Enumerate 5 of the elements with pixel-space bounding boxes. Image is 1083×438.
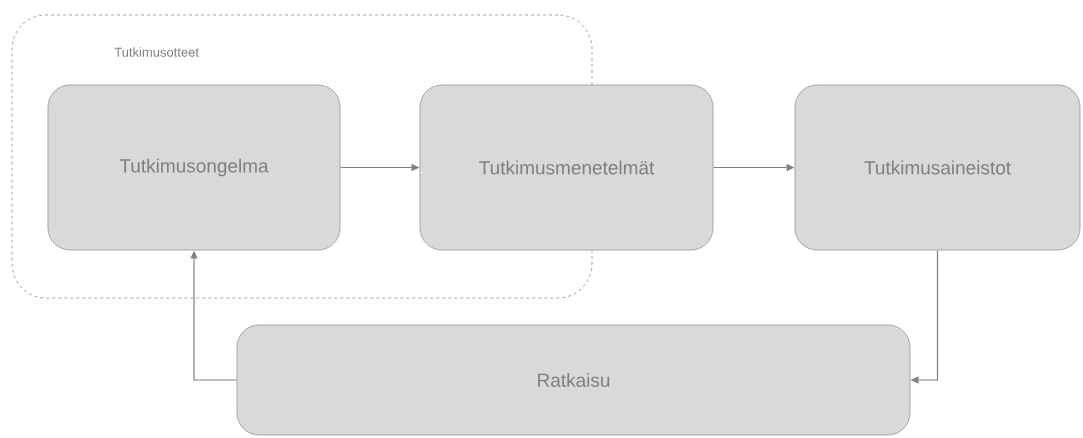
process-box: Tutkimusmenetelmät bbox=[419, 84, 714, 251]
process-box: Ratkaisu bbox=[236, 324, 911, 436]
process-box: Tutkimusaineistot bbox=[794, 84, 1081, 251]
process-box: Tutkimusongelma bbox=[47, 84, 341, 251]
group-title: Tutkimusotteet bbox=[114, 47, 199, 57]
